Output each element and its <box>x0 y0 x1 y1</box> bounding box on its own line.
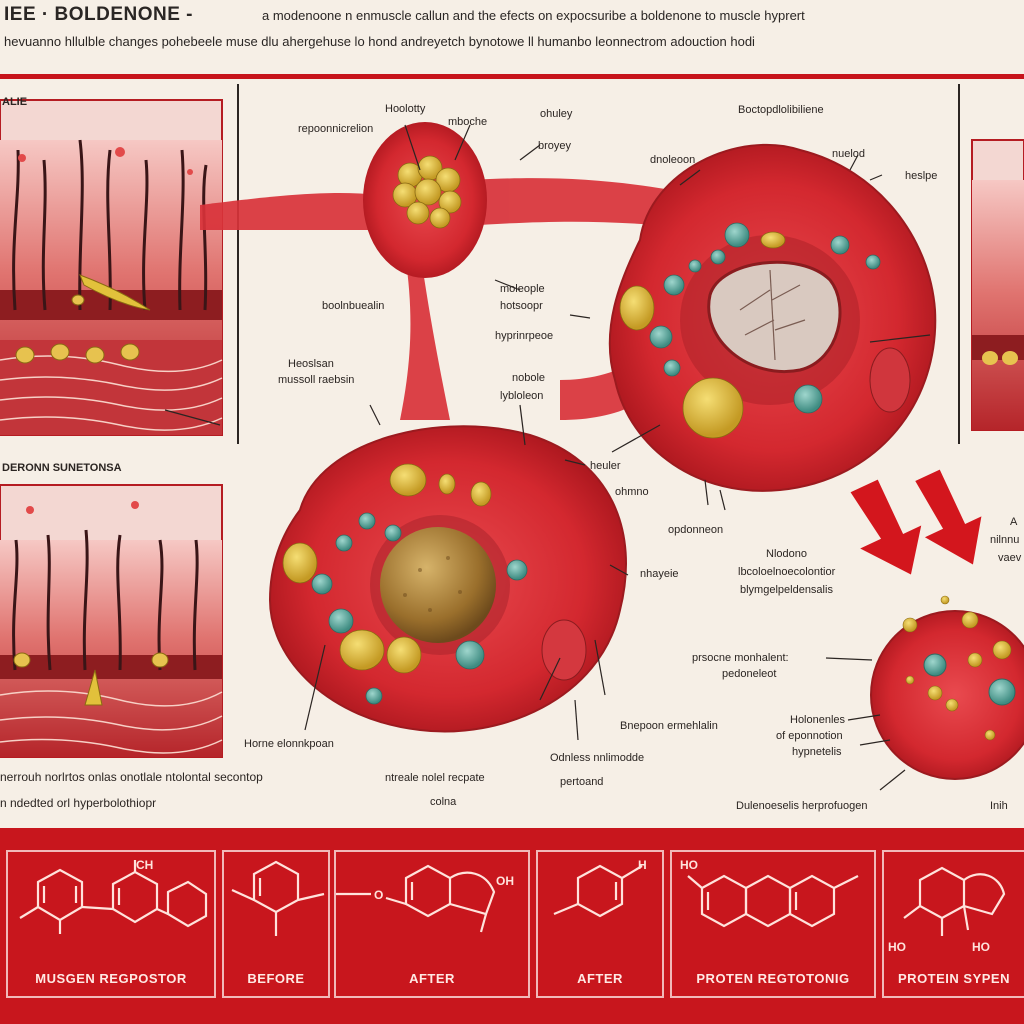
label-ntreale-nolel: ntreale nolel recpate <box>385 772 485 784</box>
structure-cell-1: CH MUSGEN REGPOSTOR <box>6 850 216 998</box>
label-pedoneleot: pedoneleot <box>722 668 777 680</box>
structure-5-graphic <box>687 874 859 928</box>
main-illustration <box>0 99 1024 791</box>
page-title: IEE · BOLDENONE - <box>4 4 194 25</box>
structure-4-graphic <box>553 864 643 918</box>
structure-3-label: AFTER <box>409 971 455 986</box>
structure-6-graphic <box>903 866 1006 936</box>
label-ohmno: ohmno <box>615 486 649 498</box>
label-opdonneon: opdonneon <box>668 524 724 536</box>
tissue-panel-top-left <box>0 99 223 436</box>
label-heoslsan: Heoslsan <box>288 358 334 370</box>
cell-sphere-small <box>870 595 1024 780</box>
label-mboche: mboche <box>448 116 488 128</box>
structure-3-graphic <box>336 864 496 933</box>
cell-top <box>363 122 487 278</box>
label-holonenles: Holonenles <box>790 714 846 726</box>
caption-line-2: n ndedted orl hyperbolothiopr <box>0 796 157 810</box>
label-horne-elonnkpoan: Horne elonnkpoan <box>244 738 334 750</box>
structure-4-mark: H <box>638 858 647 872</box>
label-hoolotty: Hoolotty <box>385 103 426 115</box>
headline: a modenoone n enmuscle callun and the ef… <box>262 8 805 23</box>
structure-cell-6: HO HO PROTEIN SYPEN <box>882 850 1024 998</box>
pointer-lines <box>164 124 931 791</box>
label-vaev: vaev <box>998 552 1022 564</box>
structure-1-graphic <box>19 860 208 934</box>
cell-lower-center <box>268 425 627 733</box>
structure-4-label: AFTER <box>577 971 623 986</box>
label-odnless-nnlimodde: Odnless nnlimodde <box>550 752 645 764</box>
label-lbcoloelnoecolontior: lbcoloelnoecolontior <box>738 566 836 578</box>
label-broyey: broyey <box>538 140 572 152</box>
label-nhayeie: nhayeie <box>640 568 679 580</box>
red-arrows <box>850 469 982 575</box>
structure-2-label: BEFORE <box>247 971 305 986</box>
divider-left <box>237 84 239 444</box>
divider-right <box>958 84 960 444</box>
label-nlodono: Nlodono <box>766 548 807 560</box>
label-ohuley: ohuley <box>540 108 573 120</box>
label-nilnnu: nilnnu <box>990 534 1020 546</box>
structure-2-graphic <box>231 860 325 936</box>
structure-cell-4: H AFTER <box>536 850 664 998</box>
label-blymgelpeldensalis: blymgelpeldensalis <box>740 584 833 596</box>
panel-label-middle-left: DERONN SUNETONSA <box>2 462 122 474</box>
structure-cell-3: OH O AFTER <box>334 850 530 998</box>
label-dnoleoon: dnoleoon <box>650 154 696 166</box>
label-mussoll-raebsin: mussoll raebsin <box>278 374 355 386</box>
label-lybloleon: lybloleon <box>500 390 544 402</box>
structure-cell-5: HO PROTEN REGTOTONIG <box>670 850 876 998</box>
top-rule <box>0 74 1024 79</box>
structure-6-label: PROTEIN SYPEN <box>898 971 1010 986</box>
structure-5-label: PROTEN REGTOTONIG <box>696 971 850 986</box>
tissue-panel-bottom-left <box>0 484 223 758</box>
cell-upper-right <box>608 143 937 492</box>
label-boctopdlolibiliene: Boctopdlolibiliene <box>738 104 824 116</box>
label-dulenoeselis: Dulenoeselis herprofuogen <box>736 800 868 812</box>
label-bnepoon-ermehlalin: Bnepoon ermehlalin <box>620 720 718 732</box>
label-heslpe: heslpe <box>905 170 938 182</box>
bottom-structure-band <box>0 828 1024 1024</box>
subheadline: hevuanno hllulble changes pohebeele muse… <box>4 34 755 49</box>
structure-3-o-mark: O <box>374 888 384 902</box>
label-hypnetelis: hypnetelis <box>792 746 842 758</box>
label-nuelod: nuelod <box>832 148 866 160</box>
label-hotsoopr: hotsoopr <box>500 300 543 312</box>
structure-3-mark: OH <box>496 874 514 888</box>
label-heuler: heuler <box>590 460 621 472</box>
label-of-eponnotion: of eponnotion <box>776 730 843 742</box>
structure-1-mark: CH <box>136 858 154 872</box>
label-boolnbuealin: boolnbuealin <box>322 300 385 312</box>
structure-5-mark: HO <box>680 858 698 872</box>
label-nobole: nobole <box>512 372 546 384</box>
tissue-panel-right <box>971 139 1024 431</box>
structure-6-mark: HO <box>972 940 990 954</box>
label-inih: Inih <box>990 800 1008 812</box>
label-hyprinrpeoe: hyprinrpeoe <box>495 330 554 342</box>
label-pertoand: pertoand <box>560 776 604 788</box>
label-a: A <box>1010 516 1018 528</box>
structure-1-label: MUSGEN REGPOSTOR <box>35 971 187 986</box>
label-colna: colna <box>430 796 457 808</box>
structure-cell-2: BEFORE <box>222 850 330 998</box>
label-repoonnicrelion: repoonnicrelion <box>298 123 374 135</box>
caption-line-1: nerrouh norlrtos onlas onotlale ntolonta… <box>0 770 263 784</box>
label-moleople: moleople <box>500 283 545 295</box>
label-prsocne-monhalent: prsocne monhalent: <box>692 652 789 664</box>
panel-label-top-left: ALIE <box>2 96 28 108</box>
structure-6-mark-left: HO <box>888 940 906 954</box>
